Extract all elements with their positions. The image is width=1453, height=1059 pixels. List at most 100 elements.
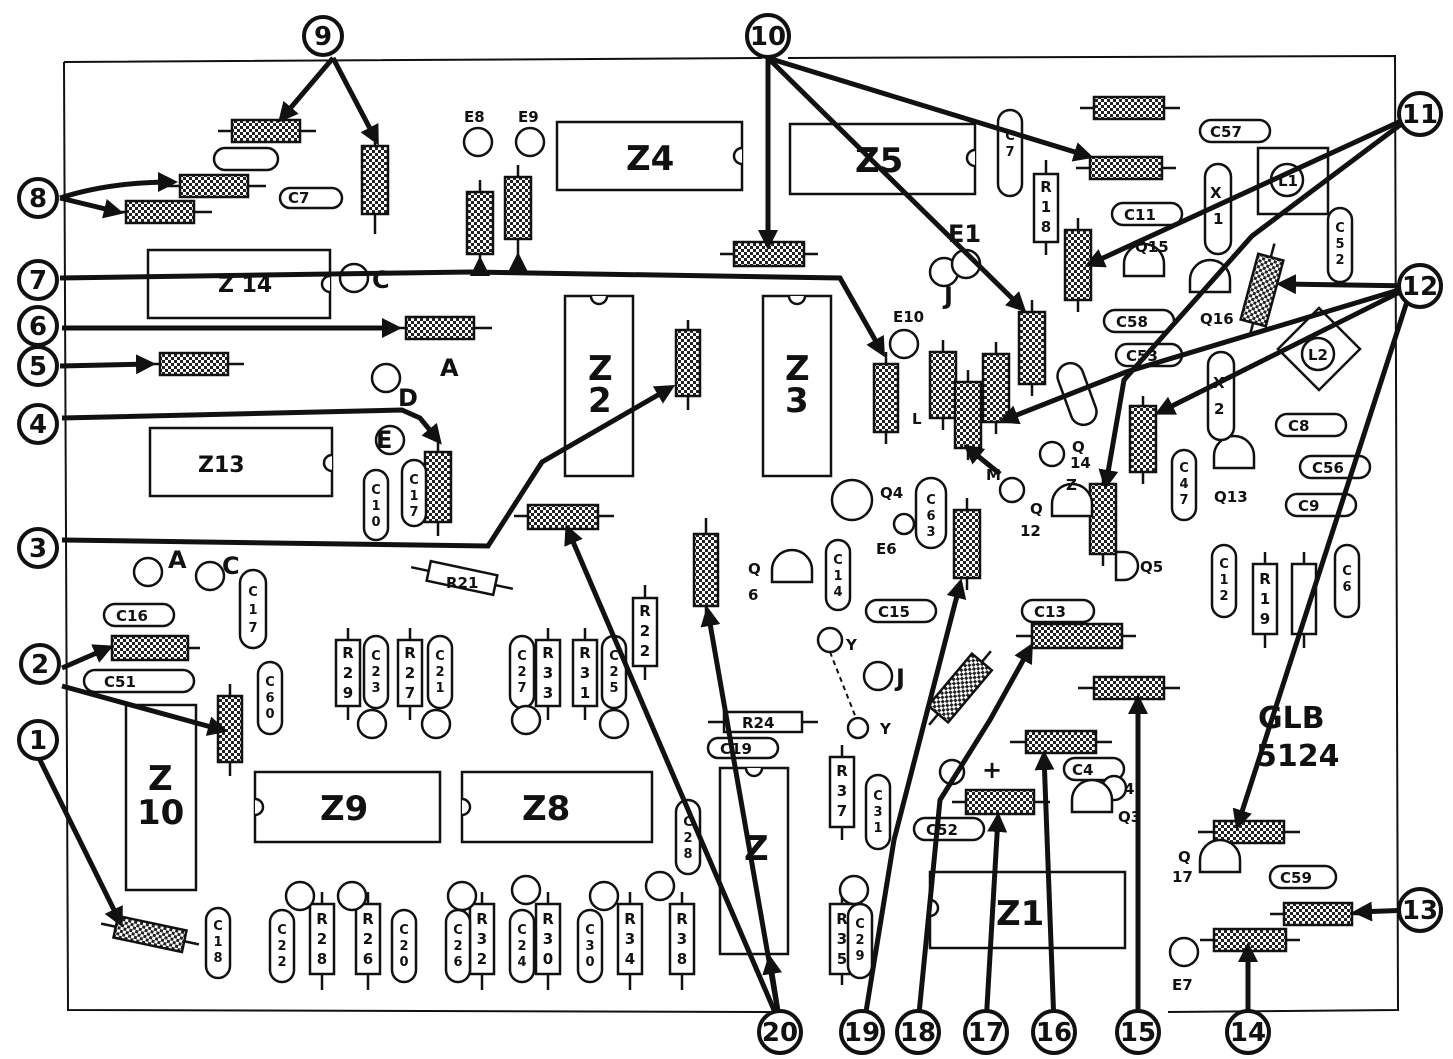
- y1-label: Y: [845, 636, 858, 654]
- r31-label-1: R: [579, 644, 591, 662]
- c17-label-1: C: [248, 585, 258, 600]
- c17v-label-3: 7: [409, 505, 418, 520]
- cap-c11: [1110, 201, 1184, 227]
- hatched-resistor-19: [952, 498, 982, 590]
- hatched-resistor-18: [1016, 622, 1136, 650]
- resistor-r22: [631, 585, 659, 680]
- cap-c17-v: [400, 458, 428, 528]
- z4-label: Z4: [626, 139, 674, 179]
- r34-label-2: 3: [625, 930, 635, 948]
- r26-label-2: 2: [363, 930, 373, 948]
- testpoint-y2: [846, 716, 870, 740]
- testpoint-r33: [510, 704, 542, 736]
- crystal-x2: [1206, 350, 1236, 442]
- callout-4: 4: [17, 403, 59, 445]
- cap-c12: [1210, 543, 1238, 619]
- leader-7: [59, 269, 885, 358]
- testpoint-r34: [588, 880, 620, 912]
- r35-label-1: R: [836, 910, 848, 928]
- r32-label-2: 3: [477, 930, 487, 948]
- c31-label-2: 3: [873, 805, 882, 820]
- c20-label-1: C: [399, 923, 409, 938]
- x1-label-2: 1: [1213, 210, 1223, 228]
- leader-2b: [61, 683, 228, 736]
- r21-label: R21: [446, 574, 478, 592]
- c31-label-1: C: [873, 789, 883, 804]
- e-label: E: [376, 426, 392, 454]
- testpoint-a-left: [370, 362, 402, 394]
- q15-label: Q15: [1135, 238, 1169, 256]
- c20-label-2: 2: [399, 939, 408, 954]
- hatched-resistor-8b: [112, 199, 212, 225]
- c23-label-3: 3: [371, 681, 380, 696]
- callout-7: 7: [17, 259, 59, 301]
- c18-label-3: 8: [213, 951, 222, 966]
- r27-label-1: R: [404, 644, 416, 662]
- y2-label: Y: [879, 720, 892, 738]
- transistor-q4: [830, 478, 874, 522]
- svg-text:7: 7: [29, 266, 47, 296]
- hatched-resistor-10c: [1076, 155, 1176, 181]
- z10-label-a: Z: [148, 759, 173, 799]
- c52v-label-1: C: [1335, 221, 1345, 236]
- callout-9: 9: [302, 15, 344, 57]
- r19-label-3: 9: [1260, 610, 1270, 628]
- callout-11: 11: [1397, 91, 1443, 137]
- l2-label: L2: [1308, 346, 1328, 364]
- testpoint-r32: [446, 880, 478, 912]
- q13-label: Q13: [1214, 488, 1248, 506]
- c27-label-1: C: [517, 649, 527, 664]
- r38-label-3: 8: [677, 950, 687, 968]
- c17v-label-2: 1: [409, 489, 418, 504]
- svg-text:11: 11: [1402, 100, 1438, 130]
- callout-5: 5: [17, 345, 59, 387]
- callout-15: 15: [1115, 1009, 1161, 1055]
- hatched-resistor-9a: [218, 118, 316, 144]
- c24-label-3: 4: [517, 955, 526, 970]
- svg-text:15: 15: [1120, 1018, 1156, 1048]
- r18-label-3: 8: [1041, 218, 1051, 236]
- callout-14: 14: [1225, 1009, 1271, 1055]
- svg-text:17: 17: [968, 1018, 1004, 1048]
- c57-label: C57: [1210, 123, 1242, 141]
- cap-c7-h: [278, 186, 344, 210]
- z2-label-a: Z: [588, 349, 613, 389]
- resistor-r33: [534, 628, 562, 720]
- leader-19: [861, 578, 967, 1025]
- c10-label-1: C: [371, 483, 381, 498]
- c59-label: C59: [1280, 869, 1312, 887]
- r27-label-3: 7: [405, 684, 415, 702]
- resistor-r19: [1251, 552, 1279, 648]
- c25-label-2: 2: [609, 665, 618, 680]
- cap-c51: [82, 668, 196, 694]
- cap-c14: [824, 538, 852, 612]
- e8-label: E8: [464, 108, 485, 126]
- r29-label-1: R: [342, 644, 354, 662]
- transistor-q13: [1212, 434, 1256, 470]
- leader-1: [33, 750, 123, 928]
- ic-z14: [146, 248, 332, 320]
- c30-label-2: 3: [585, 939, 594, 954]
- hatched-resistor-13: [1270, 901, 1368, 927]
- svg-text:20: 20: [762, 1018, 798, 1048]
- hatched-resistor-9b: [360, 130, 390, 234]
- r34-label-3: 4: [625, 950, 635, 968]
- r31-label-3: 1: [580, 684, 590, 702]
- c23-label-2: 2: [371, 665, 380, 680]
- l-label: L: [912, 410, 922, 428]
- hatched-resistor-12a: [1198, 819, 1300, 845]
- svg-text:16: 16: [1036, 1018, 1072, 1048]
- c18-label-2: 1: [213, 935, 222, 950]
- ic-z10: [124, 703, 198, 892]
- inductor-l2: [1300, 336, 1336, 372]
- cap-c8: [1274, 412, 1348, 438]
- svg-text:9: 9: [314, 22, 332, 52]
- svg-text:1: 1: [29, 726, 47, 756]
- cap-c63: [914, 476, 948, 550]
- c22-label-1: C: [277, 923, 287, 938]
- testpoint-e8: [462, 126, 494, 158]
- e7-label: E7: [1172, 976, 1193, 994]
- svg-text:4: 4: [29, 410, 47, 440]
- hatched-resistor-10d: [1017, 300, 1047, 396]
- testpoint-c-top: [338, 262, 370, 294]
